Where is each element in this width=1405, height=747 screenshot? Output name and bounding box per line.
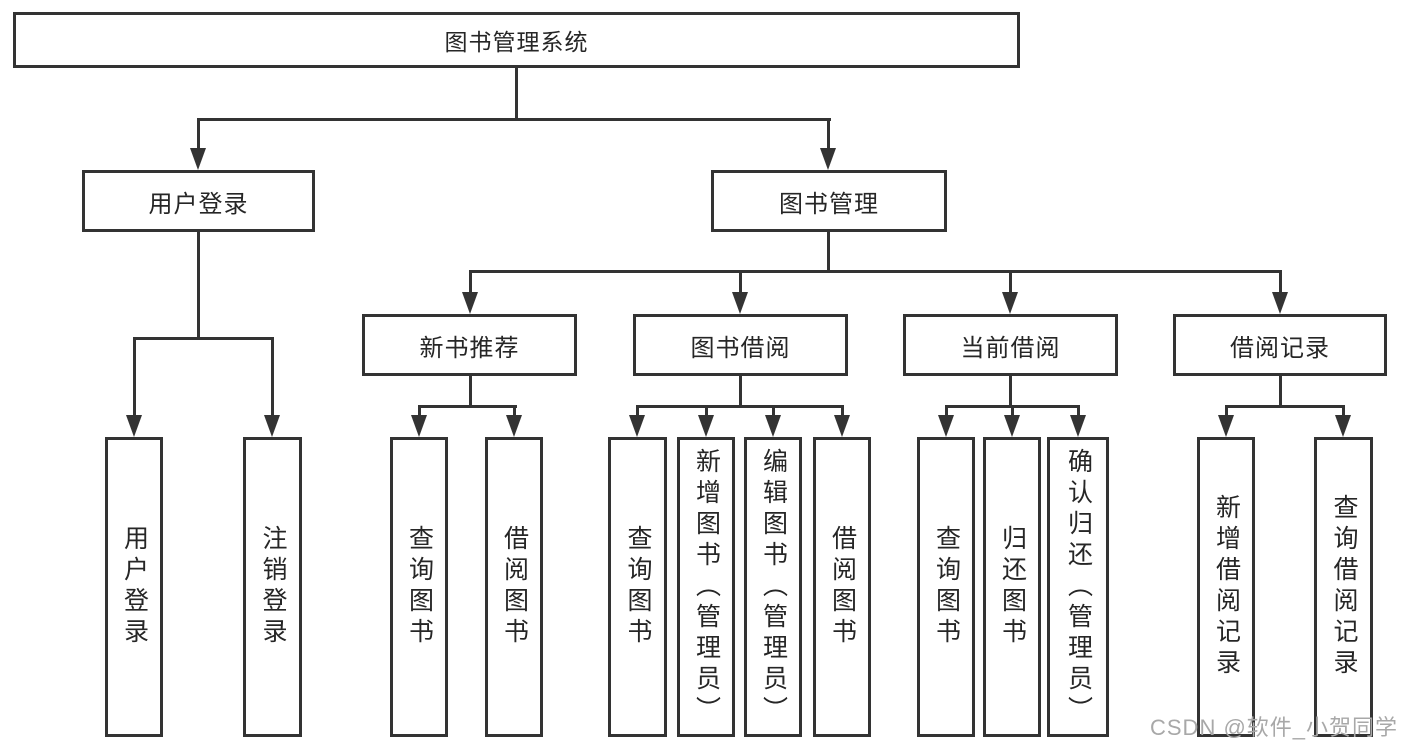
node-user-login: 用户登录 [82,170,315,232]
leaf-borrow-edit-books-admin: 编辑图书（管理员） [744,437,802,737]
csdn-watermark: CSDN @软件_小贺同学 [1150,715,1399,740]
connector-arrowhead [190,148,206,170]
connector-arrowhead [820,148,836,170]
connector-line [772,405,775,417]
connector-arrowhead [506,415,522,437]
connector-line [739,270,742,292]
connector-line [1011,405,1014,417]
leaf-newbook-query-books: 查询图书 [390,437,448,737]
connector-arrowhead [1070,415,1086,437]
connector-line [1009,376,1012,405]
leaf-borrow-borrow-books-label: 借阅图书 [828,525,857,649]
connector-line [469,270,472,292]
connector-line [1225,405,1228,417]
connector-line [705,405,708,417]
leaf-current-confirm-return-admin: 确认归还（管理员） [1047,437,1109,737]
connector-line [418,405,421,417]
node-borrow-record: 借阅记录 [1173,314,1387,376]
connector-arrowhead [1002,292,1018,314]
connector-arrowhead [1004,415,1020,437]
node-root-label: 图书管理系统 [444,29,589,55]
connector-arrowhead [264,415,280,437]
leaf-current-query-books: 查询图书 [917,437,975,737]
connector-line [418,405,517,408]
leaf-newbook-borrow-books: 借阅图书 [485,437,543,737]
leaf-borrow-query-books: 查询图书 [608,437,667,737]
leaf-borrow-edit-books-admin-label: 编辑图书（管理员） [759,447,788,727]
connector-line [271,337,274,415]
leaf-borrow-borrow-books: 借阅图书 [813,437,871,737]
leaf-current-return-books: 归还图书 [983,437,1041,737]
connector-line [636,405,639,417]
connector-line [827,118,830,148]
connector-arrowhead [698,415,714,437]
leaf-newbook-borrow-books-label: 借阅图书 [500,525,529,649]
leaf-newbook-query-books-label: 查询图书 [405,525,434,649]
connector-line [515,68,518,118]
leaf-borrow-query-books-label: 查询图书 [624,525,652,649]
node-book-management-label: 图书管理 [779,190,879,218]
leaf-record-query-borrow-record-label: 查询借阅记录 [1330,494,1358,680]
connector-arrowhead [732,292,748,314]
connector-arrowhead [834,415,850,437]
leaf-borrow-add-books-admin: 新增图书（管理员） [677,437,735,737]
node-borrow-record-label: 借阅记录 [1230,334,1330,362]
leaf-current-return-books-label: 归还图书 [998,525,1027,649]
connector-line [945,405,948,417]
connector-line [841,405,844,417]
node-book-management: 图书管理 [711,170,947,232]
node-new-book-recommend: 新书推荐 [362,314,577,376]
node-root-system: 图书管理系统 [13,12,1020,68]
connector-arrowhead [765,415,781,437]
connector-line [197,118,831,121]
connector-line [469,270,1282,273]
connector-line [636,405,844,408]
connector-arrowhead [1335,415,1351,437]
connector-line [133,337,274,340]
connector-arrowhead [126,415,142,437]
connector-arrowhead [462,292,478,314]
leaf-logout-label: 注销登录 [259,525,287,649]
leaf-record-query-borrow-record: 查询借阅记录 [1314,437,1373,737]
node-book-borrow: 图书借阅 [633,314,848,376]
connector-line [1077,405,1080,417]
connector-line [1009,270,1012,292]
node-current-borrow: 当前借阅 [903,314,1118,376]
leaf-current-query-books-label: 查询图书 [932,525,961,649]
connector-arrowhead [411,415,427,437]
node-new-book-recommend-label: 新书推荐 [419,334,520,362]
connector-arrowhead [1272,292,1288,314]
node-user-login-label: 用户登录 [148,190,249,218]
connector-line [827,232,830,270]
leaf-user-login-label: 用户登录 [120,525,149,649]
connector-line [197,232,200,337]
connector-line [1342,405,1345,417]
connector-arrowhead [938,415,954,437]
connector-line [133,337,136,415]
leaf-current-confirm-return-admin-label: 确认归还（管理员） [1064,447,1093,727]
node-current-borrow-label: 当前借阅 [960,334,1061,362]
node-book-borrow-label: 图书借阅 [690,334,791,362]
connector-line [1279,376,1282,405]
connector-line [739,376,742,405]
leaf-record-add-borrow-record: 新增借阅记录 [1197,437,1255,737]
connector-arrowhead [629,415,645,437]
leaf-borrow-add-books-admin-label: 新增图书（管理员） [692,447,721,727]
connector-line [1279,270,1282,292]
connector-arrowhead [1218,415,1234,437]
leaf-logout: 注销登录 [243,437,302,737]
connector-line [1225,405,1345,408]
leaf-record-add-borrow-record-label: 新增借阅记录 [1212,494,1241,680]
connector-line [469,376,472,405]
connector-line [197,118,200,148]
connector-line [513,405,516,417]
leaf-user-login: 用户登录 [105,437,163,737]
